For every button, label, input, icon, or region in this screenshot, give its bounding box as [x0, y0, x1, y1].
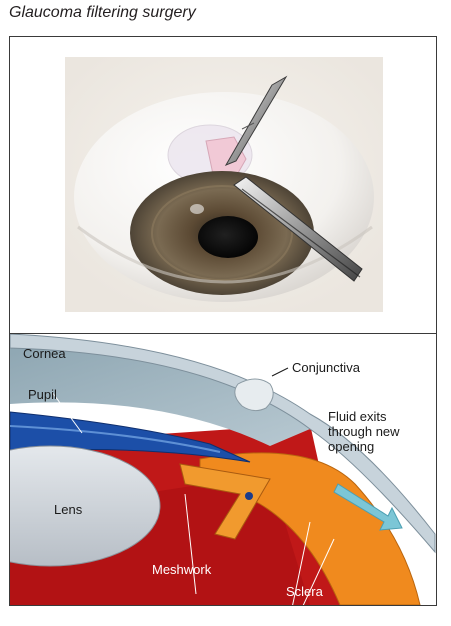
label-pupil: Pupil: [28, 387, 57, 402]
fluid-arrow: [333, 483, 403, 531]
eye-exterior-svg: [65, 57, 383, 312]
forceps-instrument: [224, 75, 288, 166]
figure-frame: Cornea Pupil Lens Conjunctiva Fluid exit…: [9, 36, 437, 606]
sclera-leader-1: [302, 538, 335, 605]
anterior-chamber: [10, 348, 310, 446]
label-cornea: Cornea: [23, 346, 66, 361]
label-sclera: Sclera: [286, 584, 324, 599]
eye-surgery-illustration: [10, 37, 436, 333]
iris-ring: [151, 185, 293, 281]
cornea-band: [10, 334, 436, 554]
light-reflection: [190, 204, 204, 214]
label-lens: Lens: [54, 502, 83, 517]
pupil: [198, 216, 258, 258]
cross-section-svg: Cornea Pupil Lens Conjunctiva Fluid exit…: [10, 334, 436, 605]
lens-shape: [10, 445, 161, 567]
label-fluid-line3: opening: [328, 439, 374, 454]
conjunctiva-bleb: [234, 378, 274, 412]
eye-cross-section: Cornea Pupil Lens Conjunctiva Fluid exit…: [10, 334, 436, 605]
panel-divider: [10, 333, 436, 334]
sclera-leader-2: [292, 521, 311, 605]
conjunctiva-leader: [271, 367, 289, 377]
meshwork-leader: [184, 493, 197, 595]
meshwork-region: [179, 463, 271, 540]
label-fluid-line2: through new: [328, 424, 400, 439]
figure-title: Glaucoma filtering surgery: [9, 4, 196, 21]
pupil-leader: [51, 391, 83, 434]
drainage-opening: [245, 492, 253, 500]
label-fluid-line1: Fluid exits: [328, 409, 387, 424]
label-conjunctiva: Conjunctiva: [292, 360, 361, 375]
label-meshwork: Meshwork: [152, 562, 212, 577]
